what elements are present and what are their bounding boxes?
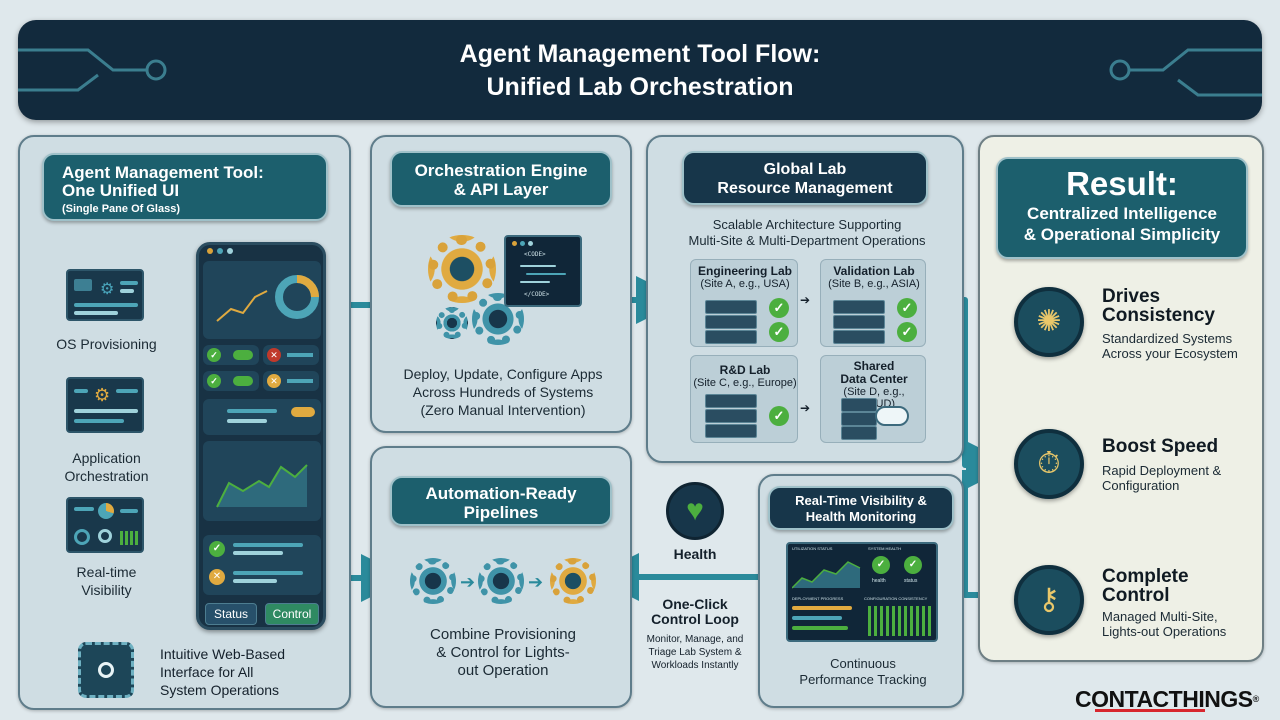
monitoring-caption: Continuous Performance Tracking: [799, 656, 927, 687]
lab-card-rnd[interactable]: R&D Lab (Site C, e.g., Europe) ✓: [690, 355, 798, 443]
result-consistency-desc: Standardized Systems Across your Ecosyst…: [1102, 331, 1238, 361]
window-dots: [207, 248, 243, 254]
server-icon: [705, 300, 757, 314]
monitoring-title: Real-Time Visibility & Health Monitoring: [768, 486, 954, 530]
realtime-visibility-label: Real-time Visibility: [76, 564, 137, 598]
health-label: Health: [673, 546, 717, 562]
check-icon: ✓: [769, 322, 789, 342]
gauge-icon: [98, 529, 112, 543]
arrow-icon: ➔: [460, 572, 476, 592]
panel-orchestration-engine: Orchestration Engine & API Layer <CODE> …: [370, 135, 632, 433]
ui-footer-caption: Intuitive Web-Based Interface for All Sy…: [160, 646, 286, 698]
code-window-icon: <CODE> </CODE>: [504, 235, 582, 307]
pipelines-title: Automation-Ready Pipelines: [390, 476, 612, 526]
arrow-icon: ➔: [800, 293, 811, 307]
cloud-icon: [875, 406, 909, 426]
dashboard-mockup: ✓ ✕ ✓ ✕ ✓ ✕: [196, 242, 326, 630]
toggle-card[interactable]: ✓: [203, 345, 259, 365]
circuit-decoration-icon: [18, 48, 1262, 97]
toggle-card[interactable]: ✕: [263, 371, 319, 391]
gear-icon: [550, 558, 596, 604]
gear-icon: ⚙: [94, 385, 111, 405]
gear-icon: ⚙: [100, 281, 115, 298]
chip-network-icon: [78, 642, 134, 698]
status-button[interactable]: Status: [205, 603, 257, 625]
result-control-desc: Managed Multi-Site, Lights-out Operation…: [1102, 609, 1227, 639]
health-check-icon: ✓: [872, 556, 890, 574]
control-button[interactable]: Control: [265, 603, 319, 625]
os-provisioning-label: OS Provisioning: [56, 336, 157, 352]
status-list-card: ✓ ✕: [203, 535, 321, 595]
gear-icon: [472, 293, 524, 345]
server-icon: [841, 398, 877, 412]
global-lab-title: Global Lab Resource Management: [682, 151, 928, 205]
gear-icon: [428, 235, 496, 303]
slider-card[interactable]: [203, 399, 321, 435]
panel-global-lab: Global Lab Resource Management Scalable …: [646, 135, 964, 463]
application-orchestration-label: Application Orchestration: [64, 450, 149, 484]
lab-card-validation[interactable]: Validation Lab (Site B, e.g., ASIA) ✓ ✓: [820, 259, 926, 347]
status-check-icon: ✓: [904, 556, 922, 574]
clock-icon: ⏱: [1014, 429, 1084, 499]
pipelines-caption: Combine Provisioning & Control for Light…: [430, 626, 576, 679]
result-speed-desc: Rapid Deployment & Configuration: [1102, 463, 1222, 493]
panel-ui-title: Agent Management Tool: One Unified UI (S…: [42, 153, 328, 221]
gear-icon: [410, 558, 456, 604]
toggle-card[interactable]: ✓: [203, 371, 259, 391]
server-icon: [705, 315, 757, 329]
server-icon: [705, 424, 757, 438]
header-banner: Agent Management Tool Flow: Unified Lab …: [18, 20, 1262, 120]
os-provisioning-tile[interactable]: ⚙: [66, 269, 144, 321]
server-icon: [833, 330, 885, 344]
control-loop-title: One-Click Control Loop: [651, 596, 739, 627]
realtime-visibility-tile[interactable]: [66, 497, 144, 553]
pie-chart-icon: [98, 503, 114, 519]
bar-chart-icon: [868, 606, 932, 636]
global-lab-caption: Scalable Architecture Supporting Multi-S…: [688, 217, 926, 248]
toggle-card[interactable]: ✕: [263, 345, 319, 365]
monitoring-screen: UTILIZATION STATUS SYSTEM HEALTH ✓ ✓ hea…: [786, 542, 938, 642]
company-logo: CONTACTHINGS®: [1075, 686, 1259, 712]
check-icon: ✓: [897, 322, 917, 342]
check-icon: ✓: [769, 406, 789, 426]
key-icon: ⚷: [1014, 565, 1084, 635]
check-icon: ✓: [897, 298, 917, 318]
logo-underline: [1095, 709, 1205, 712]
panel-automation-pipelines: Automation-Ready Pipelines ➔ ➔ Combine P…: [370, 446, 632, 708]
control-loop-description: Monitor, Manage, and Triage Lab System &…: [646, 634, 744, 671]
result-speed-title: Boost Speed: [1102, 436, 1219, 457]
gauge-icon: [74, 529, 90, 545]
page-title: Agent Management Tool Flow: Unified Lab …: [459, 40, 821, 101]
server-icon: [833, 315, 885, 329]
network-hub-icon: ✺: [1014, 287, 1084, 357]
result-consistency-title: Drives Consistency: [1102, 286, 1215, 326]
server-icon: [705, 394, 757, 408]
application-orchestration-tile[interactable]: ⚙: [66, 377, 144, 433]
health-heart-icon: ♥: [666, 482, 724, 540]
arrow-icon: ➔: [528, 572, 544, 592]
panel-result: Result: Centralized Intelligence & Opera…: [978, 135, 1264, 662]
arrow-icon: ➔: [800, 401, 811, 415]
lab-card-data-center[interactable]: Shared Data Center (Site D, e.g., CLOUD): [820, 355, 926, 443]
line-chart-card: [203, 261, 321, 339]
server-icon: [841, 412, 877, 426]
result-control-title: Complete Control: [1102, 566, 1189, 606]
bar-chart-icon: [120, 531, 138, 545]
gear-icon: [478, 558, 524, 604]
engine-title: Orchestration Engine & API Layer: [390, 151, 612, 207]
panel-monitoring: Real-Time Visibility & Health Monitoring…: [758, 474, 964, 708]
check-icon: ✓: [769, 298, 789, 318]
lab-card-engineering[interactable]: Engineering Lab (Site A, e.g., USA) ✓ ✓: [690, 259, 798, 347]
engine-caption: Deploy, Update, Configure Apps Across Hu…: [403, 366, 603, 418]
server-icon: [841, 426, 877, 440]
result-title: Result: Centralized Intelligence & Opera…: [996, 157, 1248, 259]
panel-unified-ui: Agent Management Tool: One Unified UI (S…: [18, 135, 351, 710]
area-chart-card: [203, 441, 321, 521]
server-icon: [833, 300, 885, 314]
gear-icon: [436, 307, 468, 339]
server-icon: [705, 330, 757, 344]
server-icon: [705, 409, 757, 423]
